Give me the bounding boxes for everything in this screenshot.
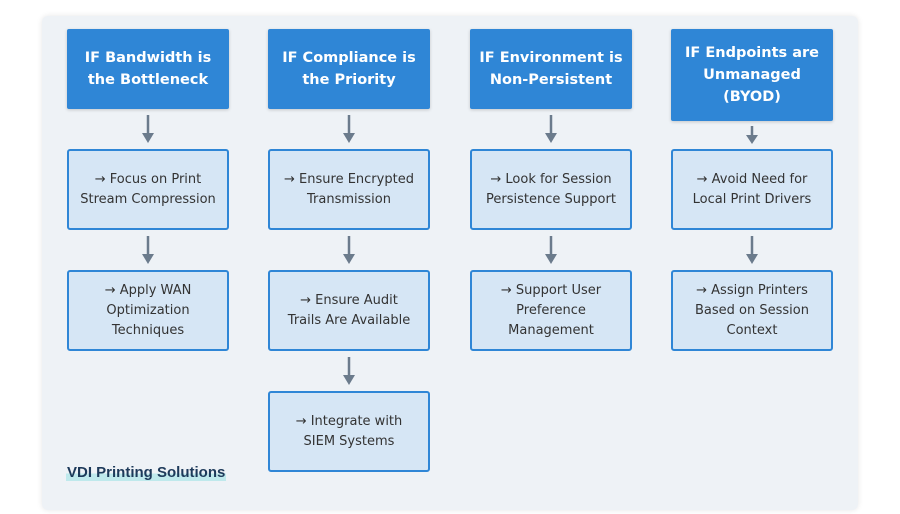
arrow-down-icon (268, 230, 430, 270)
step-line: → Avoid Need for (696, 171, 808, 187)
step-line: Context (726, 322, 778, 338)
step-line: → Apply WAN (104, 282, 192, 298)
arrow-down-icon (67, 109, 229, 149)
header-line: Unmanaged (703, 67, 801, 83)
step-line: → Ensure Audit (300, 292, 398, 308)
header-bandwidth: IF Bandwidth is the Bottleneck (67, 29, 229, 109)
step-box: → Support User Preference Management (470, 270, 632, 351)
step-box: → Assign Printers Based on Session Conte… (671, 270, 833, 351)
step-line: Persistence Support (486, 191, 616, 207)
step-line: Preference (516, 302, 586, 318)
diagram-title: VDI Printing Solutions (66, 464, 227, 481)
header-endpoints: IF Endpoints are Unmanaged (BYOD) (671, 29, 833, 121)
step-line: Management (508, 322, 594, 338)
step-line: Transmission (307, 191, 391, 207)
arrow-down-icon (268, 109, 430, 149)
step-box: → Look for Session Persistence Support (470, 149, 632, 230)
step-box: → Avoid Need for Local Print Drivers (671, 149, 833, 230)
header-compliance: IF Compliance is the Priority (268, 29, 430, 109)
step-box: → Ensure Audit Trails Are Available (268, 270, 430, 351)
step-line: → Look for Session (490, 171, 612, 187)
step-line: SIEM Systems (303, 433, 395, 449)
header-line: the Priority (302, 72, 396, 88)
step-box: → Integrate with SIEM Systems (268, 391, 430, 472)
arrow-down-icon (671, 230, 833, 270)
step-line: → Focus on Print (94, 171, 202, 187)
step-box: → Ensure Encrypted Transmission (268, 149, 430, 230)
arrow-down-icon (671, 121, 833, 149)
step-box: → Focus on Print Stream Compression (67, 149, 229, 230)
header-line: IF Bandwidth is (84, 50, 212, 66)
diagram-panel: IF Bandwidth is the Bottleneck → Focus o… (42, 16, 858, 510)
step-line: → Ensure Encrypted (284, 171, 414, 187)
step-box: → Apply WAN Optimization Techniques (67, 270, 229, 351)
step-line: Stream Compression (80, 191, 216, 207)
header-line: the Bottleneck (87, 72, 209, 88)
column-environment: IF Environment is Non-Persistent → Look … (470, 29, 632, 351)
column-endpoints: IF Endpoints are Unmanaged (BYOD) → Avoi… (671, 29, 833, 351)
step-line: Techniques (111, 322, 185, 338)
arrow-down-icon (268, 351, 430, 391)
step-line: Trails Are Available (287, 312, 411, 328)
arrow-down-icon (470, 230, 632, 270)
header-line: IF Compliance is (282, 50, 416, 66)
step-line: → Assign Printers (696, 282, 808, 298)
column-compliance: IF Compliance is the Priority → Ensure E… (268, 29, 430, 472)
header-line: IF Endpoints are (685, 45, 819, 61)
header-line: (BYOD) (723, 89, 781, 105)
header-environment: IF Environment is Non-Persistent (470, 29, 632, 109)
header-line: IF Environment is (479, 50, 623, 66)
arrow-down-icon (67, 230, 229, 270)
header-line: Non-Persistent (489, 72, 613, 88)
step-line: Optimization (106, 302, 190, 318)
step-line: Local Print Drivers (692, 191, 812, 207)
step-line: → Integrate with (295, 413, 403, 429)
column-bandwidth: IF Bandwidth is the Bottleneck → Focus o… (67, 29, 229, 351)
step-line: Based on Session (695, 302, 809, 318)
step-line: → Support User (500, 282, 602, 298)
arrow-down-icon (470, 109, 632, 149)
